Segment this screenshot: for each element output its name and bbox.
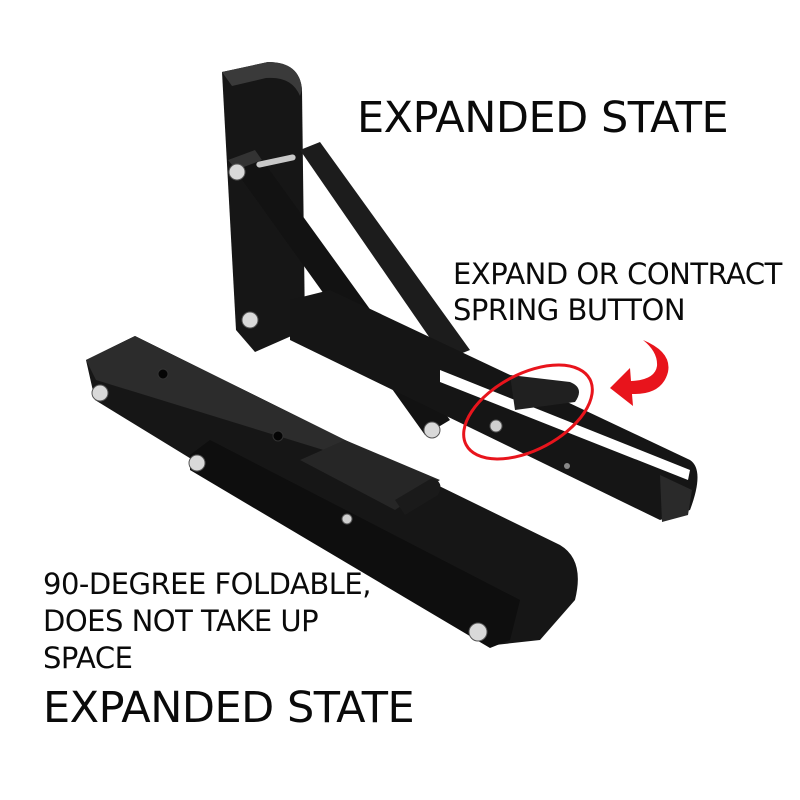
callout-line-2: SPRING BUTTON [453, 293, 686, 327]
curved-arrow-icon [610, 340, 669, 406]
fold-note-line-2: DOES NOT TAKE UP [43, 604, 319, 638]
folded-bracket [86, 336, 578, 648]
highlight-circle-icon [462, 363, 594, 461]
spring-button-callout: EXPAND OR CONTRACT SPRING BUTTON [453, 256, 782, 328]
top-title: EXPANDED STATE [357, 93, 729, 143]
fold-note-line-3: SPACE [43, 641, 133, 675]
fold-note-line-1: 90-DEGREE FOLDABLE, [43, 567, 371, 601]
foldable-note: 90-DEGREE FOLDABLE, DOES NOT TAKE UP SPA… [43, 566, 371, 677]
upright-bracket [222, 62, 698, 522]
callout-line-1: EXPAND OR CONTRACT [453, 257, 782, 291]
bottom-title: EXPANDED STATE [43, 683, 415, 733]
